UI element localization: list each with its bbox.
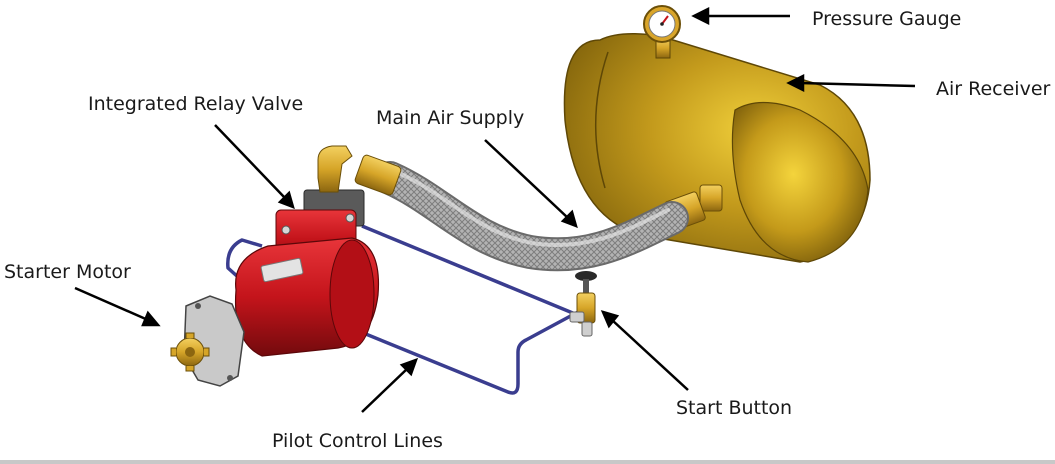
arrow-relay-valve [214, 124, 295, 210]
pilot-control-lines-label: Pilot Control Lines [272, 430, 443, 452]
arrow-start-button [600, 310, 689, 391]
starter-motor-label: Starter Motor [4, 261, 131, 283]
pinion-gear-icon [170, 332, 210, 372]
leader-arrows [74, 6, 916, 413]
hose-end-fitting [354, 154, 402, 196]
start-button-valve-icon [569, 271, 597, 337]
arrow-pressure-gauge [691, 6, 790, 26]
air-receiver-label: Air Receiver [936, 78, 1051, 100]
integrated-relay-valve-label: Integrated Relay Valve [88, 93, 303, 115]
arrow-main-air-supply [484, 139, 578, 229]
starter-motor [170, 237, 380, 387]
arrow-starter-motor [74, 286, 161, 327]
pilot-control-lines [226, 224, 581, 395]
pressure-gauge-label: Pressure Gauge [812, 8, 961, 30]
main-air-supply-label: Main Air Supply [376, 107, 524, 129]
air-receiver-tank [563, 33, 871, 263]
pressure-gauge-icon [643, 5, 681, 43]
main-air-supply-hose [373, 161, 689, 272]
arrow-air-receiver [786, 73, 916, 93]
arrow-pilot-lines [361, 357, 419, 413]
bottom-border [0, 460, 1055, 464]
start-button-label: Start Button [676, 397, 792, 419]
